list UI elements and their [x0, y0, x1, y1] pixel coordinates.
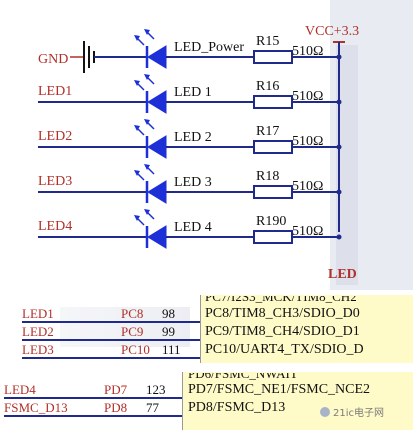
watermark-text: 21ic电子网	[333, 408, 385, 419]
pin-name: PC10	[121, 342, 150, 357]
resistor-ref: R16	[256, 79, 279, 94]
resistor-value: 510Ω	[292, 89, 323, 104]
led-emission-arrowhead	[134, 125, 140, 131]
pin-row-wire	[4, 397, 182, 399]
pin-number: 123	[146, 382, 166, 397]
mcu-func-box-2	[182, 372, 413, 430]
led-emission-arrowhead	[144, 29, 150, 35]
pin-number: 98	[162, 306, 175, 321]
pin-net-label: FSMC_D13	[4, 400, 68, 415]
resistor-ref: R15	[256, 34, 279, 49]
pin-net-label: LED1	[22, 306, 54, 321]
led-label: LED 2	[174, 130, 212, 145]
pin-row-wire	[4, 415, 182, 417]
net-label: LED3	[38, 174, 72, 189]
pin-number: 77	[146, 400, 159, 415]
junction-dot	[336, 234, 342, 240]
led-label: LED 4	[174, 220, 212, 235]
pin-function: PC9/TIM8_CH4/SDIO_D1	[205, 324, 360, 339]
pin-row: LED3 PC10 111 PC10/UART4_TX/SDIO_D	[0, 341, 413, 359]
watermark: 21ic电子网	[320, 404, 384, 419]
pin-row: FSMC_D13 PD8 77 PD8/FSMC_D13	[0, 399, 413, 417]
resistor-ref: R190	[256, 214, 286, 229]
led-diode-symbol	[147, 45, 167, 69]
led-diode-symbol	[147, 225, 167, 249]
led-emission-arrowhead	[134, 80, 140, 86]
pin-row: LED4 PD7 123 PD7/FSMC_NE1/FSMC_NCE2	[0, 381, 413, 399]
led-emission-arrowhead	[134, 215, 140, 221]
led-row: LED2 LED 2 R17 510Ω	[38, 119, 342, 159]
led-emission-arrowhead	[134, 35, 140, 41]
led-diode-symbol	[147, 180, 167, 204]
led-row: LED_Power R15 510Ω	[94, 29, 342, 69]
pin-net-label: LED4	[4, 382, 36, 397]
led-emission-arrowhead	[144, 74, 150, 80]
pin-function: PC10/UART4_TX/SDIO_D	[205, 342, 364, 357]
led-diode-symbol	[147, 135, 167, 159]
vcc-label: VCC+3.3	[305, 24, 359, 39]
led-row: LED1 LED 1 R16 510Ω	[38, 74, 342, 114]
resistor-symbol	[253, 230, 293, 244]
resistor-ref: R17	[256, 124, 279, 139]
pin-net-label: LED2	[22, 324, 54, 339]
resistor-value: 510Ω	[292, 179, 323, 194]
resistor-symbol	[253, 185, 293, 199]
led-block-label: LED	[328, 267, 357, 282]
resistor-value: 510Ω	[292, 134, 323, 149]
resistor-value: 510Ω	[292, 224, 323, 239]
mcu-func-box-1	[200, 295, 413, 363]
led-diode-symbol	[147, 90, 167, 114]
pin-function: PC8/TIM8_CH3/SDIO_D0	[205, 306, 360, 321]
junction-dot	[336, 189, 342, 195]
mcu-func-cut-top-1: PC7/I2S3_MCK/TIM8_CH2	[205, 289, 357, 304]
schematic-panel-border	[336, 45, 358, 285]
resistor-symbol	[253, 95, 293, 109]
watermark-icon	[320, 407, 330, 417]
resistor-value: 510Ω	[292, 44, 323, 59]
led-label: LED_Power	[174, 40, 244, 55]
junction-dot	[336, 99, 342, 105]
pin-net-label: LED3	[22, 342, 54, 357]
led-label: LED 1	[174, 85, 212, 100]
pin-name: PC8	[121, 306, 144, 321]
led-emission-arrowhead	[144, 209, 150, 215]
pin-row-wire	[22, 357, 200, 359]
pin-row: LED2 PC9 99 PC9/TIM8_CH4/SDIO_D1	[0, 323, 413, 341]
pin-name: PD8	[104, 400, 128, 415]
net-label: LED2	[38, 129, 72, 144]
pin-function: PD7/FSMC_NE1/FSMC_NCE2	[188, 382, 371, 397]
led-emission-arrowhead	[144, 164, 150, 170]
pin-number: 99	[162, 324, 175, 339]
net-label: LED1	[38, 84, 72, 99]
junction-dot	[336, 54, 342, 60]
net-label: LED4	[38, 219, 72, 234]
resistor-ref: R18	[256, 169, 279, 184]
led-row: LED3 LED 3 R18 510Ω	[38, 164, 342, 204]
gnd-label: GND	[38, 52, 68, 67]
pin-row-wire	[22, 321, 200, 323]
resistor-symbol	[253, 50, 293, 64]
led-label: LED 3	[174, 175, 212, 190]
pin-name: PC9	[121, 324, 144, 339]
led-emission-arrowhead	[134, 170, 140, 176]
mcu-func-cut-top-2: PD6/FSMC_NWAIT	[188, 366, 298, 381]
led-emission-arrowhead	[144, 119, 150, 125]
pin-row: LED1 PC8 98 PC8/TIM8_CH3/SDIO_D0	[0, 305, 413, 323]
pin-number: 111	[162, 342, 181, 357]
pin-row-wire	[22, 339, 200, 341]
led-row: LED4 LED 4 R190 510Ω	[38, 209, 342, 249]
pin-function: PD8/FSMC_D13	[188, 400, 286, 415]
resistor-symbol	[253, 140, 293, 154]
pin-name: PD7	[104, 382, 128, 397]
junction-dot	[336, 144, 342, 150]
